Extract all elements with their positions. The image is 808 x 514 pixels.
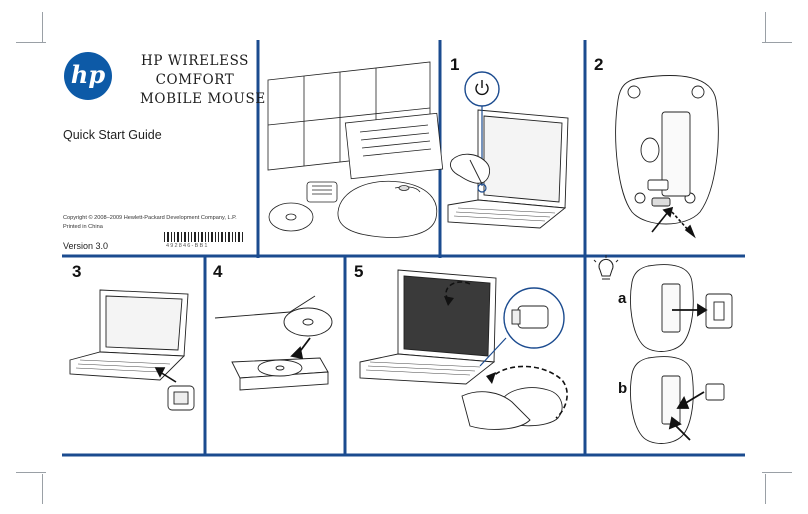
crop-mark (762, 472, 792, 473)
step-number: 3 (72, 262, 82, 281)
copyright-text: Copyright © 2008–2009 Hewlett-Packard De… (63, 215, 237, 230)
crop-mark (765, 474, 766, 504)
step-number: 5 (354, 262, 364, 281)
crop-mark (762, 42, 792, 43)
step-number: 2 (594, 55, 604, 74)
title-line: COMFORT (155, 72, 235, 88)
guide-subtitle: Quick Start Guide (63, 128, 162, 142)
product-title: HP WIRELESS COMFORT MOBILE MOUSE (140, 52, 266, 109)
crop-mark (42, 474, 43, 504)
crop-mark (765, 12, 766, 42)
hp-logo: hp (64, 52, 112, 100)
title-line: MOBILE MOUSE (140, 91, 266, 107)
crop-mark (42, 12, 43, 42)
version-label: Version 3.0 (63, 241, 109, 251)
lightbulb-icon (593, 255, 619, 280)
step-number: 4 (213, 262, 223, 281)
title-line: HP WIRELESS (140, 53, 250, 69)
part-number: 492846-BB1 (166, 243, 209, 249)
crop-mark (16, 42, 46, 43)
crop-mark (16, 472, 46, 473)
step-number: 1 (450, 55, 460, 74)
tip-label-a: a (618, 290, 627, 307)
tip-label-b: b (618, 380, 628, 397)
